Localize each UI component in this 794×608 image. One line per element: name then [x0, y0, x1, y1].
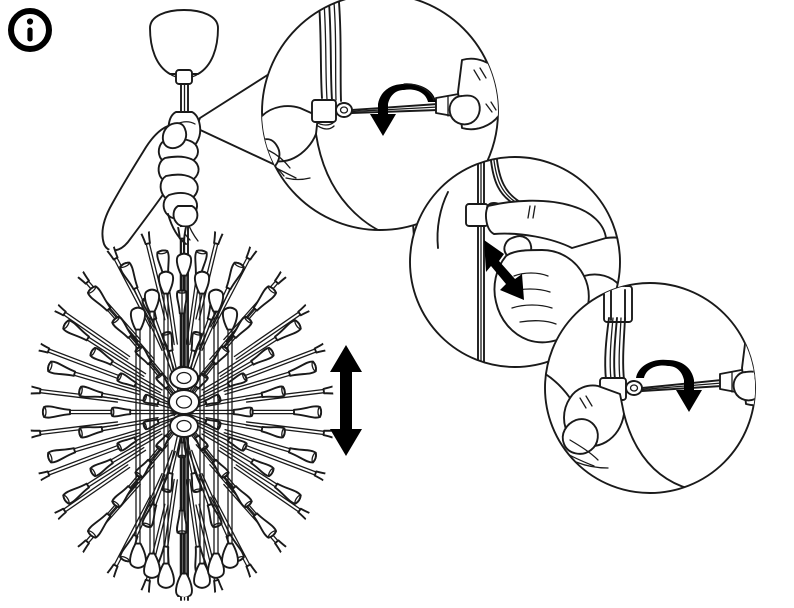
dandelion-shade	[30, 227, 334, 597]
shade-petal	[225, 405, 323, 419]
slide-up-down-arrow	[484, 240, 524, 300]
shade-petal	[47, 360, 141, 395]
cable-connector	[172, 205, 199, 228]
height-adjust-arrow	[330, 345, 362, 456]
shade-hub	[168, 366, 200, 438]
hand-gripping-screwdriver-1	[448, 57, 498, 131]
shade-petal	[186, 406, 254, 418]
shade-petal	[217, 446, 302, 505]
shade-petal	[116, 416, 179, 452]
shade-petal	[47, 429, 141, 464]
shade-petal	[201, 430, 275, 478]
hand-sliding-lock-2	[436, 191, 620, 344]
pendant-lamp-overview	[30, 9, 362, 601]
info-circle-icon	[8, 8, 52, 52]
callout-loosen-screw-top	[261, 0, 499, 231]
set-screw-3	[625, 380, 643, 396]
shade-rod	[207, 288, 225, 579]
shade-rod	[157, 270, 175, 589]
shade-petal	[223, 429, 317, 464]
cable-collar	[175, 69, 193, 85]
rotate-counterclockwise-arrow	[370, 83, 436, 136]
shade-petal	[78, 385, 160, 408]
shade-rod	[143, 288, 161, 579]
rotate-clockwise-arrow	[636, 359, 702, 412]
shade-rod	[221, 306, 239, 569]
set-screw-1	[335, 102, 353, 118]
shade-rod	[129, 306, 147, 569]
ceiling-cup	[149, 9, 219, 79]
cable-bundle-3	[604, 317, 626, 381]
shade-petal	[223, 360, 317, 395]
shade-petal	[110, 406, 178, 418]
callout-slide-cord-lock	[409, 156, 621, 368]
